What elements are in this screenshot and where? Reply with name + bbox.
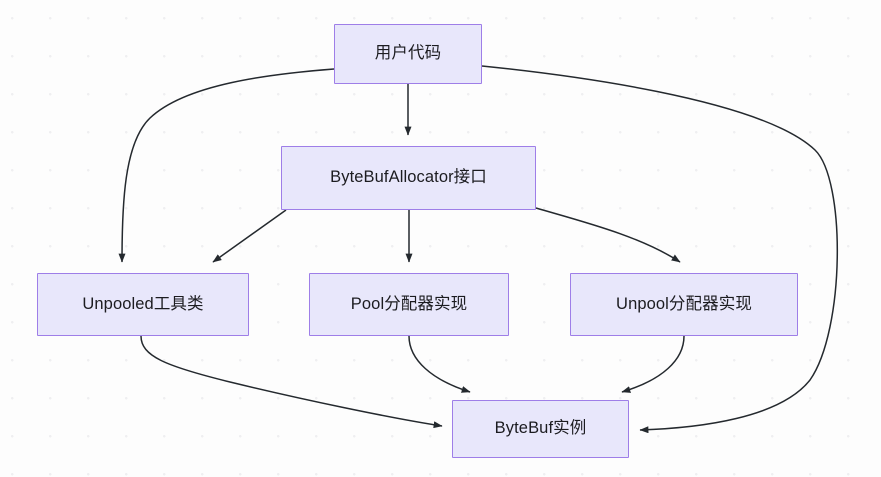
node-unpooled-utility-label: Unpooled工具类 [82, 294, 204, 313]
node-user-code-label: 用户代码 [374, 44, 442, 63]
node-unpool-allocator-impl-label: Unpool分配器实现 [616, 294, 752, 313]
node-bytebufallocator-interface-label: ByteBufAllocator接口 [330, 168, 487, 187]
node-bytebufallocator-interface[interactable]: ByteBufAllocator接口 [281, 146, 536, 210]
edge-unpooled-to-bytebuf [140, 335, 443, 429]
node-bytebuf-instance[interactable]: ByteBuf实例 [452, 400, 629, 458]
edge-unpool-to-bytebuf [621, 335, 685, 393]
node-pool-allocator-impl-label: Pool分配器实现 [350, 294, 468, 313]
edge-pool-to-bytebuf [408, 335, 471, 393]
node-bytebuf-instance-label: ByteBuf实例 [494, 419, 587, 438]
node-pool-allocator-impl[interactable]: Pool分配器实现 [309, 273, 509, 336]
node-unpool-allocator-impl[interactable]: Unpool分配器实现 [570, 273, 798, 336]
edge-allocator-to-unpool [535, 207, 681, 263]
edge-user-code-to-bytebuf [481, 65, 838, 434]
node-user-code[interactable]: 用户代码 [334, 24, 482, 84]
edge-allocator-to-unpooled [212, 209, 287, 263]
node-unpooled-utility[interactable]: Unpooled工具类 [37, 273, 249, 336]
